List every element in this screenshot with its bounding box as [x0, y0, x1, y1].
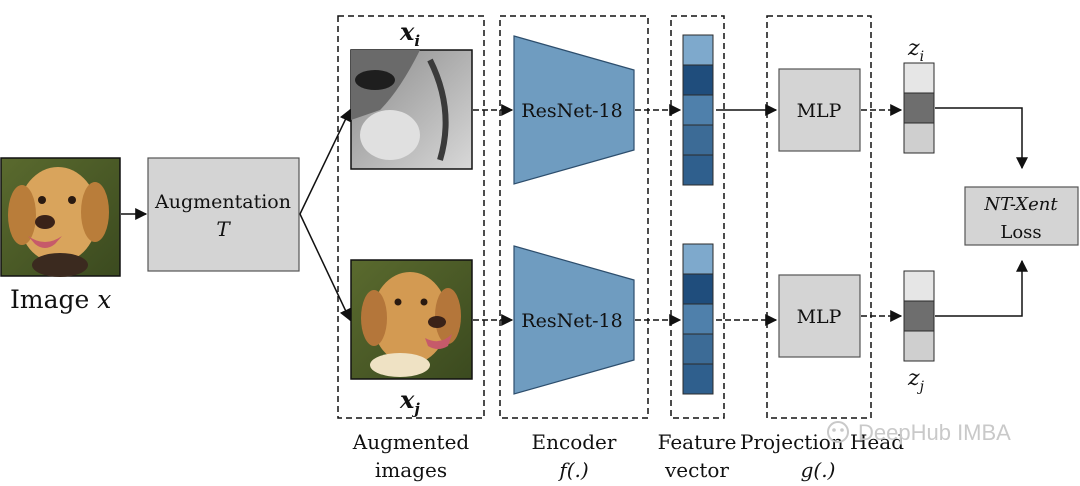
feature-bottom-cell-2: [682, 273, 714, 305]
encoder-caption-line1: Encoder: [532, 430, 617, 454]
z-bottom-label: zj: [907, 366, 925, 395]
projection-caption-line2: g(.): [801, 458, 836, 482]
feature-bottom-cell-3: [682, 303, 714, 335]
augmentation-block: Augmentation T: [147, 157, 300, 272]
feature-top-cell-3: [682, 94, 714, 126]
resnet-label-bottom: ResNet-18: [521, 310, 622, 332]
arrow-augmentation-to-top: [299, 108, 351, 215]
z-bottom-cell-1: [903, 270, 935, 302]
feature-vector-frame: [670, 15, 725, 419]
augmentation-symbol: T: [216, 217, 231, 241]
input-dog-image: [0, 157, 121, 277]
augmented-caption-line1: Augmented: [352, 430, 470, 454]
feature-vector-top: [682, 34, 714, 186]
watermark-text: DeepHub IMBA: [858, 420, 1011, 445]
feature-caption-line2: vector: [664, 458, 729, 482]
input-image-label: Image x: [10, 285, 111, 314]
augmented-images-frame: [337, 15, 485, 419]
mlp-label-top: MLP: [797, 100, 842, 122]
mlp-block-bottom: MLP: [778, 274, 861, 358]
encoder-frame: [499, 15, 649, 419]
augmentation-label: Augmentation: [154, 191, 291, 213]
loss-name: NT-Xent: [983, 194, 1058, 215]
z-top-cell-1: [903, 62, 935, 94]
feature-top-cell-1: [682, 34, 714, 66]
z-top-cell-2: [903, 92, 935, 124]
augmented-caption-line2: images: [375, 458, 447, 482]
augmented-top-label: xi: [399, 17, 420, 50]
augmented-image-top: [350, 49, 473, 170]
resnet-block-top: ResNet-18: [513, 35, 635, 185]
projection-head-frame: [766, 15, 872, 419]
z-vector-top: [903, 62, 935, 154]
z-top-cell-3: [903, 122, 935, 154]
resnet-block-bottom: ResNet-18: [513, 245, 635, 395]
feature-caption-line1: Feature: [658, 430, 737, 454]
z-top-label: zi: [907, 36, 924, 65]
augmented-bottom-label: xj: [399, 385, 420, 418]
feature-bottom-cell-4: [682, 333, 714, 365]
feature-top-cell-4: [682, 124, 714, 156]
z-vector-bottom: [903, 270, 935, 362]
z-bottom-cell-3: [903, 330, 935, 362]
z-bottom-cell-2: [903, 300, 935, 332]
resnet-label-top: ResNet-18: [521, 100, 622, 122]
mlp-block-top: MLP: [778, 68, 861, 152]
projection-caption-line1: Projection Head: [740, 430, 904, 454]
feature-vector-bottom: [682, 243, 714, 395]
augmented-image-bottom: [350, 259, 473, 380]
feature-bottom-cell-1: [682, 243, 714, 275]
mlp-label-bottom: MLP: [797, 306, 842, 328]
loss-label: Loss: [1000, 222, 1041, 243]
feature-top-cell-5: [682, 154, 714, 186]
loss-block: NT-Xent Loss: [964, 186, 1079, 246]
arrow-augmentation-to-bottom: [299, 213, 351, 322]
encoder-caption-line2: f(.): [557, 458, 588, 482]
watermark: DeepHub IMBA: [827, 420, 1011, 445]
watermark-logo-icon: [827, 421, 849, 443]
feature-top-cell-2: [682, 64, 714, 96]
feature-bottom-cell-5: [682, 363, 714, 395]
arrow-z-top-to-loss: [935, 107, 1028, 170]
arrow-z-bottom-to-loss: [935, 259, 1028, 317]
